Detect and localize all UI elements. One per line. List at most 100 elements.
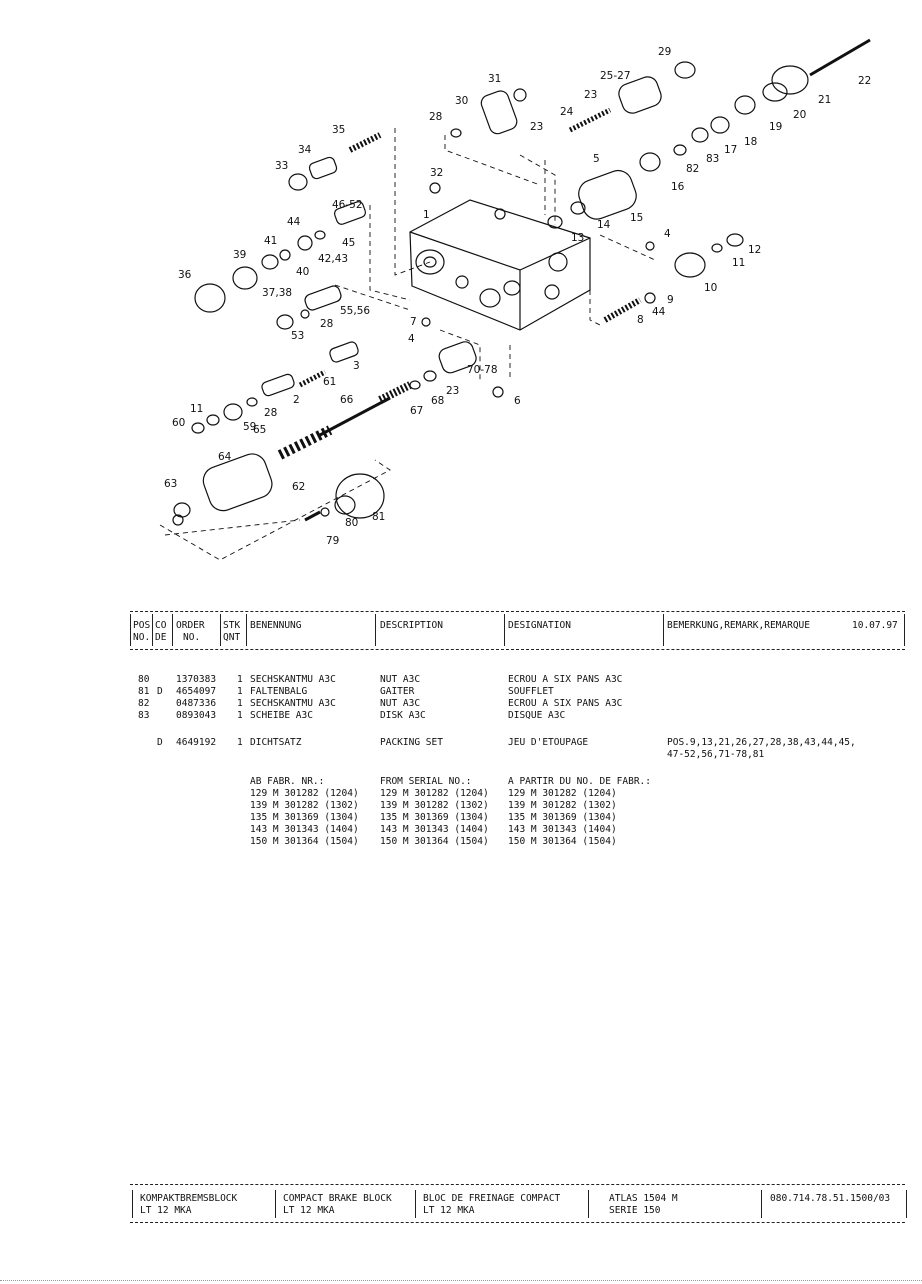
row-benennung: FALTENBALG: [250, 686, 308, 697]
callout: 41: [264, 235, 277, 247]
callout: 18: [744, 136, 757, 148]
row-order: 4649192: [176, 737, 217, 748]
footer-doc-no: 080.714.78.51.1500/03: [770, 1193, 891, 1204]
row-order: 4654097: [176, 686, 217, 697]
serial-header-de: AB FABR. NR.:: [250, 776, 325, 787]
callout: 4: [408, 333, 415, 345]
table-border: [130, 614, 131, 646]
row-designation: JEU D'ETOUPAGE: [508, 737, 589, 748]
callout: 11: [732, 257, 745, 269]
callout: 34: [298, 144, 312, 156]
callout: 53: [291, 330, 304, 342]
callout: 23: [446, 385, 459, 397]
table-border: [172, 614, 173, 646]
callout: 23: [530, 121, 543, 133]
serial-line: 139 M 301282 (1302): [250, 800, 359, 811]
serial-line: 150 M 301364 (1504): [380, 836, 489, 847]
footer-model: ATLAS 1504 M: [609, 1193, 678, 1204]
callout: 44: [652, 306, 666, 318]
serial-line: 150 M 301364 (1504): [250, 836, 359, 847]
row-order: 0487336: [176, 698, 217, 709]
serial-line: 139 M 301282 (1302): [508, 800, 617, 811]
callout: 55,56: [340, 305, 370, 317]
callout: 65: [253, 424, 266, 436]
callout: 14: [597, 219, 611, 231]
table-top-rule: [130, 611, 905, 612]
footer-top-rule: [130, 1184, 905, 1185]
callout: 11: [190, 403, 203, 415]
serial-line: 129 M 301282 (1204): [380, 788, 489, 799]
callout: 6: [514, 395, 521, 407]
callout: 12: [748, 244, 761, 256]
page-edge: [0, 1280, 922, 1281]
col-order-no: NO.: [183, 632, 201, 643]
footer-border: [761, 1190, 762, 1218]
col-code-de: DE: [155, 632, 167, 643]
callout: 82: [686, 163, 699, 175]
callout: 36: [178, 269, 192, 281]
serial-line: 135 M 301369 (1304): [250, 812, 359, 823]
serial-header-fr: A PARTIR DU NO. DE FABR.:: [508, 776, 651, 787]
col-remark: BEMERKUNG,REMARK,REMARQUE: [667, 620, 810, 631]
assembly-leader-lines: [159, 128, 656, 561]
row-designation: ECROU A SIX PANS A3C: [508, 674, 623, 685]
col-order: ORDER: [176, 620, 205, 631]
callout: 81: [372, 511, 385, 523]
serial-line: 143 M 301343 (1404): [380, 824, 489, 835]
serial-line: 135 M 301369 (1304): [380, 812, 489, 823]
callout: 8: [637, 314, 644, 326]
callout: 32: [430, 167, 443, 179]
table-header-rule: [130, 649, 905, 650]
callout: 37,38: [262, 287, 292, 299]
callout: 13: [571, 232, 584, 244]
callout: 35: [332, 124, 345, 136]
callout: 79: [326, 535, 339, 547]
row-pos: 80: [138, 674, 150, 685]
callout: 4: [664, 228, 671, 240]
row-benennung: SECHSKANTMU A3C: [250, 674, 336, 685]
table-border: [504, 614, 505, 646]
row-designation: ECROU A SIX PANS A3C: [508, 698, 623, 709]
footer-sub-en: LT 12 MKA: [283, 1205, 335, 1216]
callout: 17: [724, 144, 737, 156]
row-code: D: [157, 686, 163, 697]
callout: 24: [560, 106, 574, 118]
callout: 62: [292, 481, 305, 493]
row-benennung: SECHSKANTMU A3C: [250, 698, 336, 709]
callout-labels: 29 22 31 25-27 23 21 30 24 20 28 23 19 1…: [164, 46, 871, 547]
col-qty: STK: [223, 620, 241, 631]
callout: 29: [658, 46, 671, 58]
row-description: PACKING SET: [380, 737, 443, 748]
callout: 68: [431, 395, 444, 407]
col-description: DESCRIPTION: [380, 620, 443, 631]
footer-border: [588, 1190, 589, 1218]
callout: 25-27: [600, 70, 631, 82]
callout: 5: [593, 153, 600, 165]
row-remark-cont: 47-52,56,71-78,81: [667, 749, 765, 760]
row-description: GAITER: [380, 686, 415, 697]
footer-border: [415, 1190, 416, 1218]
footer-title-fr: BLOC DE FREINAGE COMPACT: [423, 1193, 561, 1204]
row-description: NUT A3C: [380, 674, 421, 685]
upper-right-parts: [547, 38, 871, 323]
col-pos-no: NO.: [133, 632, 151, 643]
callout: 64: [218, 451, 232, 463]
col-pos: POS: [133, 620, 151, 631]
row-qty: 1: [237, 698, 243, 709]
col-code: CO: [155, 620, 167, 631]
row-benennung: DICHTSATZ: [250, 737, 302, 748]
callout: 7: [410, 316, 417, 328]
footer-series: SERIE 150: [609, 1205, 661, 1216]
col-qty-qnt: QNT: [223, 632, 241, 643]
row-qty: 1: [237, 710, 243, 721]
callout: 40: [296, 266, 309, 278]
col-benennung: BENENNUNG: [250, 620, 302, 631]
row-qty: 1: [237, 737, 243, 748]
footer-title-en: COMPACT BRAKE BLOCK: [283, 1193, 392, 1204]
footer-title-de: KOMPAKTBREMSBLOCK: [140, 1193, 238, 1204]
callout: 22: [858, 75, 871, 87]
serial-header-en: FROM SERIAL NO.:: [380, 776, 472, 787]
callout: 80: [345, 517, 358, 529]
callout: 15: [630, 212, 643, 224]
callout: 42,43: [318, 253, 348, 265]
